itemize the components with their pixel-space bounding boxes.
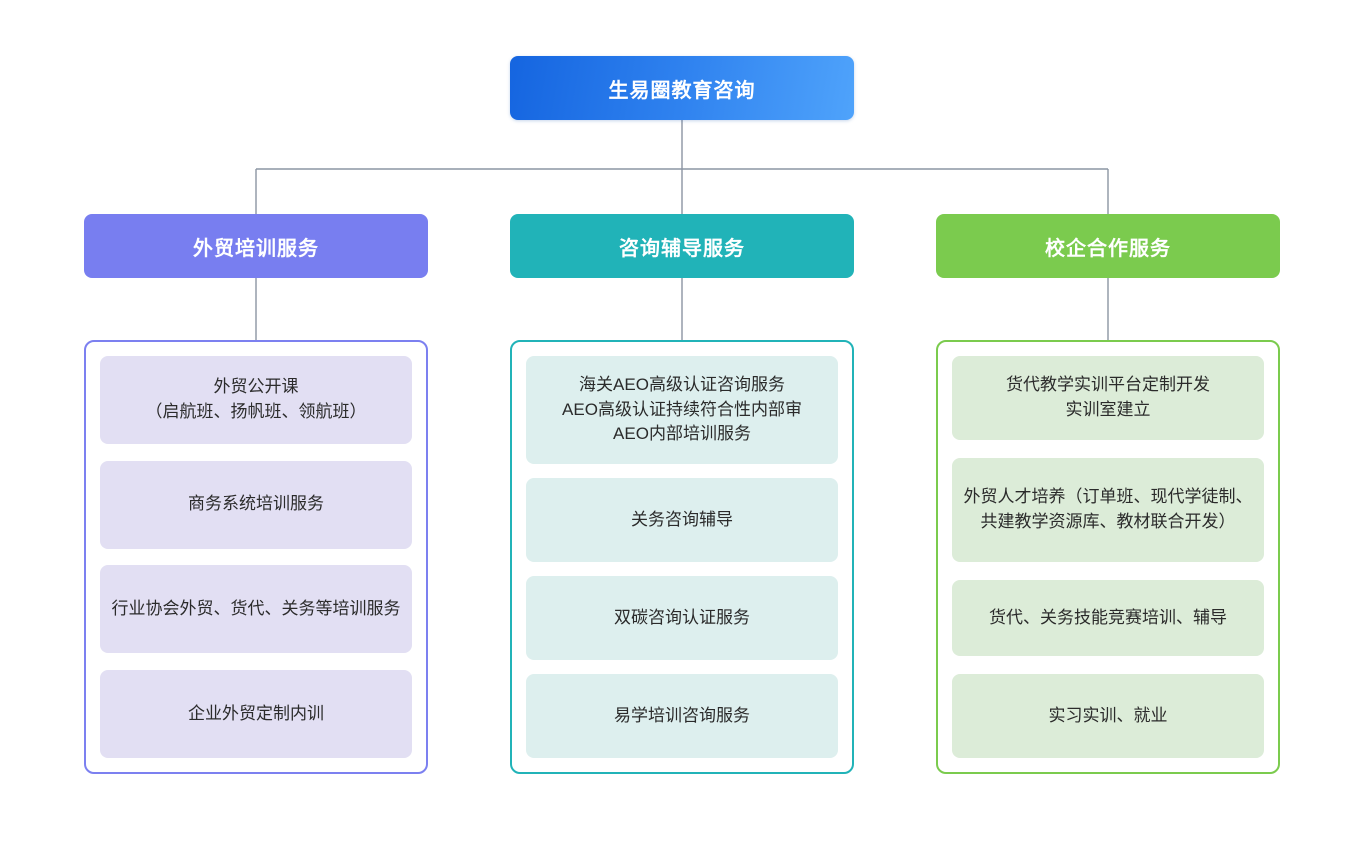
branch-header-foreign-trade-training[interactable]: 外贸培训服务: [84, 214, 428, 278]
leaf-card[interactable]: 企业外贸定制内训: [100, 669, 412, 758]
root-node-label: 生易圈教育咨询: [608, 79, 756, 102]
leaf-card[interactable]: 行业协会外贸、货代、关务等培训服务: [100, 565, 412, 654]
branch-header-school-enterprise[interactable]: 校企合作服务: [936, 214, 1280, 278]
leaf-card[interactable]: 货代、关务技能竞赛培训、辅导: [952, 580, 1264, 656]
branch-column-foreign-trade-training: 外贸公开课 （启航班、扬帆班、领航班） 商务系统培训服务 行业协会外贸、货代、关…: [84, 340, 428, 774]
leaf-card[interactable]: 外贸公开课 （启航班、扬帆班、领航班）: [100, 356, 412, 444]
leaf-card[interactable]: 双碳咨询认证服务: [526, 576, 838, 660]
leaf-card[interactable]: 实习实训、就业: [952, 674, 1264, 758]
branch-header-label: 咨询辅导服务: [619, 237, 745, 260]
leaf-card[interactable]: 货代教学实训平台定制开发 实训室建立: [952, 356, 1264, 440]
leaf-card[interactable]: 商务系统培训服务: [100, 460, 412, 549]
root-node[interactable]: 生易圈教育咨询: [510, 56, 854, 120]
leaf-card[interactable]: 易学培训咨询服务: [526, 674, 838, 758]
branch-header-label: 外贸培训服务: [193, 237, 319, 260]
leaf-card[interactable]: 海关AEO高级认证咨询服务 AEO高级认证持续符合性内部审 AEO内部培训服务: [526, 356, 838, 464]
branch-column-school-enterprise: 货代教学实训平台定制开发 实训室建立 外贸人才培养（订单班、现代学徒制、共建教学…: [936, 340, 1280, 774]
leaf-card[interactable]: 关务咨询辅导: [526, 478, 838, 562]
branch-header-consulting-tutoring[interactable]: 咨询辅导服务: [510, 214, 854, 278]
leaf-card[interactable]: 外贸人才培养（订单班、现代学徒制、共建教学资源库、教材联合开发）: [952, 458, 1264, 562]
branch-column-consulting-tutoring: 海关AEO高级认证咨询服务 AEO高级认证持续符合性内部审 AEO内部培训服务 …: [510, 340, 854, 774]
branch-header-label: 校企合作服务: [1045, 237, 1171, 260]
